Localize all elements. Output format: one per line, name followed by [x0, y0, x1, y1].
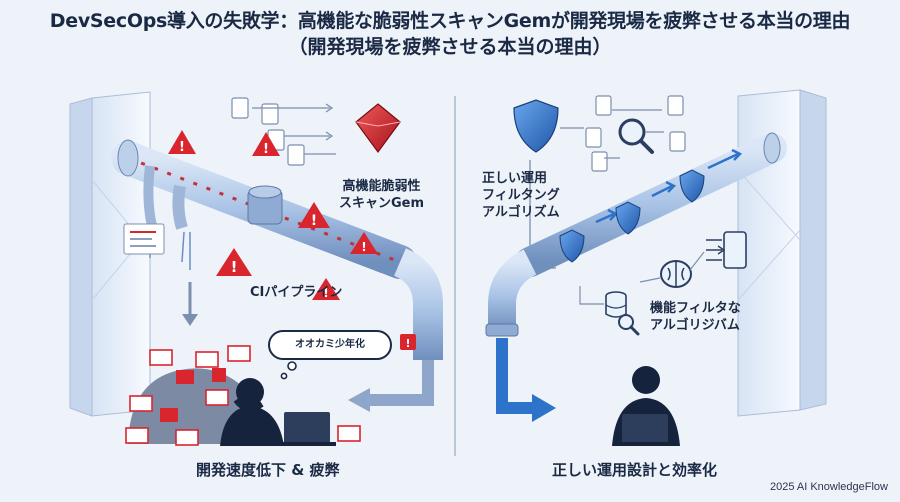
calm-developer: [612, 366, 680, 446]
shield-icon: [615, 201, 641, 235]
filter-label-line2: フィルタング: [482, 188, 560, 203]
warning-icon: !: [168, 130, 196, 155]
filter-label: 正しい運用 フィルタング アルゴリズム: [482, 170, 560, 221]
svg-text:!: !: [405, 337, 410, 350]
ruby-gem-icon: [355, 103, 401, 154]
pipe-shields: [559, 169, 705, 263]
algo-label: 機能フィルタな アルゴリジバム: [650, 300, 741, 334]
right-caption: 正しい運用設計と効率化: [552, 461, 718, 479]
left-pipe: [111, 139, 443, 360]
warning-icon: !: [252, 132, 280, 157]
warning-icon: !: [312, 278, 340, 300]
filter-label-line3: アルゴリズム: [482, 205, 560, 220]
filter-network-icon: [706, 231, 747, 269]
left-report-icon: [123, 223, 165, 255]
gem-label-line1: 高機能脆弱性: [342, 179, 421, 194]
panel-divider: [454, 96, 456, 456]
right-flow-arrow: [496, 338, 556, 422]
right-documents: [585, 95, 686, 172]
title-block: DevSecOps導入の失敗学：高機能な脆弱性スキャンGemが開発現場を疲弊させ…: [0, 8, 900, 60]
left-flow-arrow: [182, 282, 198, 326]
gem-label: 高機能脆弱性 スキャンGem: [339, 178, 424, 212]
filter-label-line1: 正しい運用: [482, 171, 548, 186]
algo-label-line1: 機能フィルタな: [650, 301, 741, 316]
svg-text:!: !: [361, 240, 366, 254]
database-icon: [605, 291, 627, 318]
left-return-arrow: [348, 360, 434, 412]
warning-icon: !: [216, 248, 252, 276]
warning-icons: ! ! ! ! ! ! !: [168, 130, 416, 350]
svg-text:!: !: [311, 213, 317, 229]
shield-icon: [679, 169, 705, 203]
warning-icon: !: [350, 232, 378, 254]
shield-icon: [559, 229, 585, 263]
svg-text:!: !: [179, 140, 185, 155]
svg-text:!: !: [323, 286, 328, 300]
right-network-lines: [579, 251, 705, 305]
bubble-tail: [280, 361, 297, 380]
page-title: DevSecOps導入の失敗学：高機能な脆弱性スキャンGemが開発現場を疲弊させ…: [49, 10, 851, 32]
page-subtitle: （開発現場を疲弊させる本当の理由）: [288, 36, 612, 58]
magnifier-icon: [618, 314, 640, 336]
tired-developer: [220, 378, 336, 446]
left-caption: 開発速度低下 & 疲弊: [196, 461, 340, 479]
magnifier-icon: [618, 118, 654, 154]
svg-text:!: !: [263, 142, 269, 157]
gem-label-line2: スキャンGem: [339, 196, 425, 211]
speech-bubble: オオカミ少年化: [268, 330, 392, 360]
shield-icon: [513, 99, 559, 153]
algo-label-line2: アルゴリジバム: [650, 318, 740, 333]
brain-icon: [660, 260, 692, 288]
left-doc-arrows: [252, 103, 336, 155]
warning-icon: !: [298, 202, 330, 229]
svg-text:!: !: [231, 258, 238, 276]
ci-pipeline-label: CIパイプライン: [250, 285, 343, 300]
footer-credit: 2025 AI KnowledgeFlow: [769, 481, 888, 493]
left-documents: [231, 97, 305, 166]
warning-icon: !: [400, 334, 416, 350]
